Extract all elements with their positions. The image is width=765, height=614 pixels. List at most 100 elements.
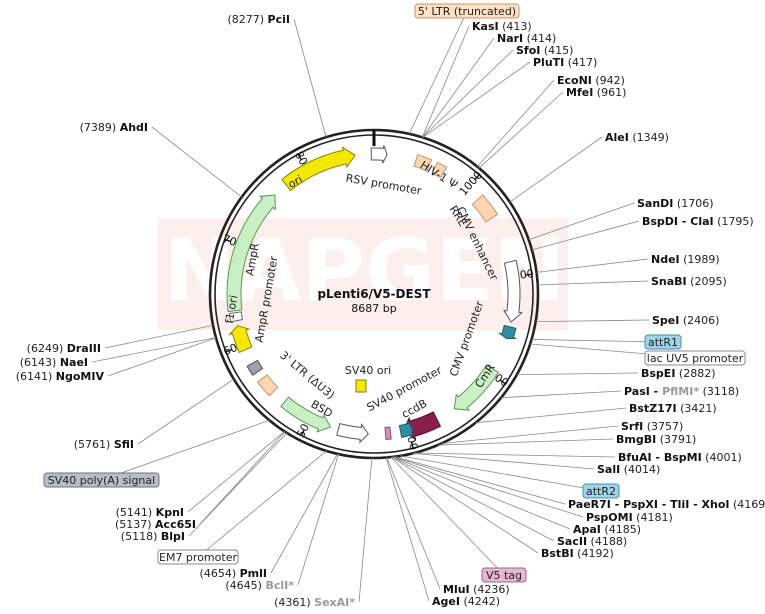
feature-box-label: 5' LTR (truncated) xyxy=(418,5,516,18)
ori-arrow[interactable] xyxy=(281,146,356,192)
rre-box[interactable] xyxy=(471,194,499,223)
site-leader xyxy=(422,61,531,138)
feature-label: 3' LTR (ΔU3) xyxy=(277,349,337,402)
restriction-site-label[interactable]: (4361) SexAI* xyxy=(274,596,355,609)
site-leader xyxy=(501,390,622,399)
restriction-site-label[interactable]: (7389) AhdI xyxy=(80,121,148,134)
sv40-promoter-arrow[interactable] xyxy=(336,422,369,444)
site-leader xyxy=(358,457,373,603)
site-leader xyxy=(509,136,603,203)
feature-box-label: lac UV5 promoter xyxy=(647,352,744,365)
restriction-site-label[interactable]: (6141) NgoMIV xyxy=(16,370,105,383)
restriction-site-label[interactable]: (6249) DraIII xyxy=(27,342,101,355)
restriction-site-label[interactable]: (6143) NaeI xyxy=(20,356,88,369)
restriction-site-label[interactable]: (4654) PmlI xyxy=(200,567,267,580)
restriction-site-label[interactable]: SanDI (1706) xyxy=(637,197,713,210)
restriction-site-label[interactable]: BstBI (4192) xyxy=(541,547,614,560)
restriction-site-label[interactable]: SacII (4188) xyxy=(557,535,627,548)
restriction-site-label[interactable]: BspDI - ClaI (1795) xyxy=(642,215,754,228)
feature-box[interactable] xyxy=(644,350,746,366)
v5tag-box[interactable] xyxy=(384,426,392,441)
restriction-site-label[interactable]: AgeI (4242) xyxy=(432,595,500,608)
site-leader xyxy=(516,372,639,375)
feature-box[interactable] xyxy=(157,549,239,565)
cmv-enhancer-arrow[interactable] xyxy=(502,259,523,323)
restriction-site-label[interactable]: KasI (413) xyxy=(472,20,532,33)
hiv-psi-box[interactable] xyxy=(413,154,433,172)
site-leader xyxy=(107,337,217,377)
scale-tick xyxy=(474,174,480,180)
site-leader xyxy=(391,456,539,554)
scale-tick xyxy=(499,379,506,385)
restriction-site-label[interactable]: PaeR7I - PspXI - TliI - XhoI (4169) xyxy=(568,498,765,511)
restriction-site-label[interactable]: (5137) Acc65I xyxy=(115,518,196,531)
feature-label: ori xyxy=(286,173,305,191)
site-leader xyxy=(270,453,338,574)
feature-leader xyxy=(101,419,270,481)
restriction-site-label[interactable]: (5141) KpnI xyxy=(116,506,184,519)
scale-tick xyxy=(410,442,414,449)
feature-leader xyxy=(197,450,327,558)
attr2-arrow[interactable] xyxy=(398,420,413,439)
restriction-site-label[interactable]: NarI (414) xyxy=(497,32,556,45)
restriction-site-label[interactable]: AleI (1349) xyxy=(605,131,669,144)
site-leader xyxy=(531,220,640,251)
site-leader xyxy=(437,438,614,446)
feature-box[interactable] xyxy=(481,567,527,583)
restriction-site-label[interactable]: SpeI (2406) xyxy=(652,314,719,327)
restriction-site-label[interactable]: MluI (4236) xyxy=(443,583,510,596)
restriction-site-label[interactable]: EcoNI (942) xyxy=(557,74,625,87)
feature-box-label: V5 tag xyxy=(486,569,522,582)
feature-box-label: EM7 promoter xyxy=(159,551,237,564)
scale-tick-label: 1000 xyxy=(457,169,485,199)
sv40pa-box[interactable] xyxy=(246,359,264,376)
restriction-site-label[interactable]: SnaBI (2095) xyxy=(651,275,727,288)
rsv-promoter-arrow[interactable] xyxy=(370,145,388,164)
site-leader xyxy=(293,18,327,138)
restriction-site-label[interactable]: (4645) BclI* xyxy=(225,579,294,592)
restriction-site-label[interactable]: BstZ17I (3421) xyxy=(629,402,717,415)
bsd-arrow[interactable] xyxy=(280,396,332,433)
sv40-ori-box[interactable] xyxy=(355,379,367,393)
restriction-site-label[interactable]: MfeI (961) xyxy=(566,86,626,99)
restriction-site-label[interactable]: (5761) SfiI xyxy=(74,438,134,451)
feature-box[interactable] xyxy=(582,483,620,499)
site-leader xyxy=(478,91,564,169)
restriction-site-label[interactable]: BmgBI (3791) xyxy=(616,433,696,446)
restriction-site-label[interactable]: PluTI (417) xyxy=(533,56,597,69)
restriction-site-label[interactable]: PasI - PflMI* (3118) xyxy=(624,385,739,398)
attr1-arrow[interactable] xyxy=(498,324,517,340)
scale-tick xyxy=(225,349,232,353)
restriction-site-label[interactable]: ApaI (4185) xyxy=(573,523,641,536)
scale-tick xyxy=(224,238,231,243)
site-leader xyxy=(386,457,441,590)
restriction-site-label[interactable]: SrfI (3757) xyxy=(621,420,683,433)
site-leader xyxy=(188,432,288,537)
restriction-site-label[interactable]: (5118) BlpI xyxy=(121,530,185,543)
feature-label: SV40 ori xyxy=(345,364,391,377)
site-leader xyxy=(537,280,649,286)
feature-box[interactable] xyxy=(644,334,682,350)
restriction-site-label[interactable]: BspEI (2882) xyxy=(641,367,716,380)
feature-box[interactable] xyxy=(43,472,160,488)
ampr-promoter-box[interactable] xyxy=(228,311,244,323)
ampr-arrow[interactable] xyxy=(226,194,276,313)
feature-label: f1 ori xyxy=(223,294,241,325)
feature-leader xyxy=(390,456,505,576)
hiv-psi-box-2[interactable] xyxy=(431,161,448,179)
scale-tick xyxy=(525,273,532,276)
f1-ori-arrow[interactable] xyxy=(228,325,253,354)
restriction-site-label[interactable]: NdeI (1989) xyxy=(651,253,720,266)
cmr-arrow[interactable] xyxy=(453,364,500,411)
ltr3-box[interactable] xyxy=(256,374,279,397)
site-leader xyxy=(187,431,285,513)
restriction-site-label[interactable]: PspOMI (4181) xyxy=(586,511,673,524)
feature-label: AmpR xyxy=(243,242,262,277)
restriction-site-label[interactable]: BfuAI - BspMI (4001) xyxy=(618,451,742,464)
site-leader xyxy=(475,407,627,424)
site-leader xyxy=(393,456,584,518)
restriction-site-label[interactable]: (8277) PciI xyxy=(227,13,290,26)
feature-box[interactable] xyxy=(414,3,520,19)
restriction-site-label[interactable]: SfoI (415) xyxy=(516,44,573,57)
restriction-site-label[interactable]: SalI (4014) xyxy=(597,463,660,476)
